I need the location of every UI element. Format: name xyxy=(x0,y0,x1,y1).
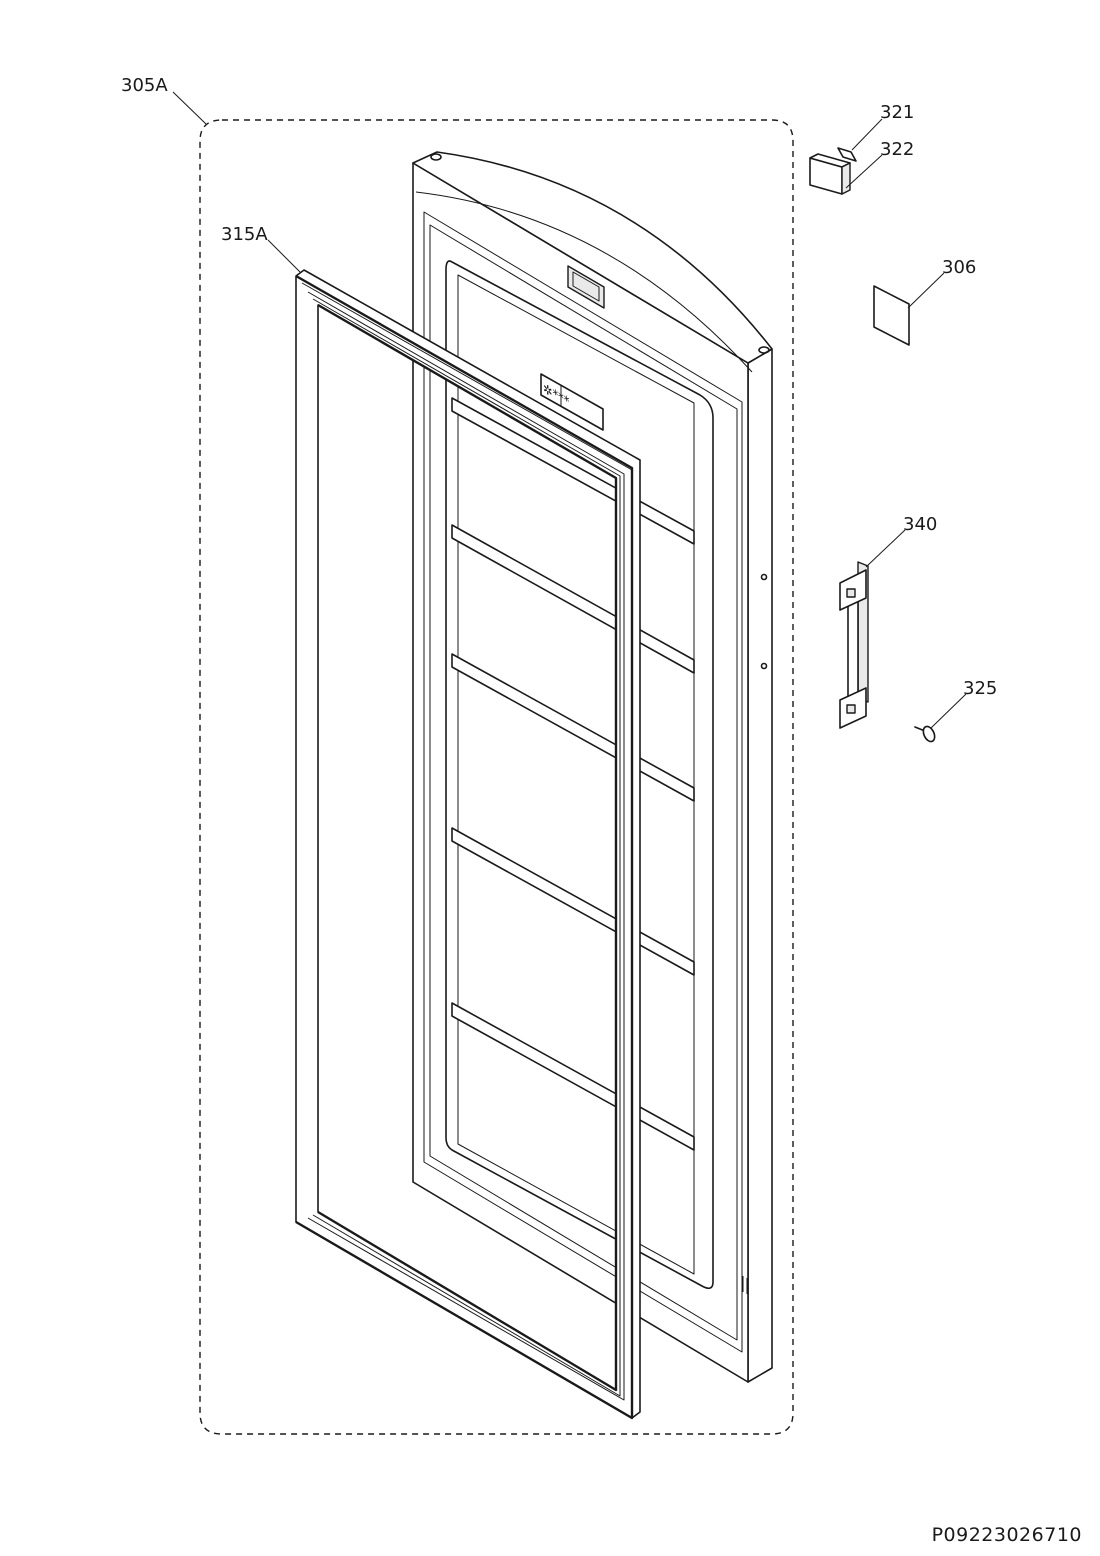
door-panel: ✲*** xyxy=(412,151,773,1383)
callout-321: 321 xyxy=(880,102,914,123)
assembly-boundary xyxy=(199,119,794,1435)
callout-305a: 305A xyxy=(121,75,168,96)
callout-306: 306 xyxy=(942,257,976,278)
callout-315a: 315A xyxy=(221,224,268,245)
part-322-hinge-cover xyxy=(809,153,851,195)
callout-340: 340 xyxy=(903,514,937,535)
document-reference: P09223026710 xyxy=(932,1524,1082,1546)
callout-325: 325 xyxy=(963,678,997,699)
callout-322: 322 xyxy=(880,139,914,160)
callout-labels: 305A 315A 321 322 306 340 325 xyxy=(121,75,997,699)
part-340-handle xyxy=(839,561,869,729)
door-gasket xyxy=(295,269,641,1420)
part-321-cap xyxy=(837,147,857,162)
part-306-pad xyxy=(873,285,910,346)
part-325-screw xyxy=(914,725,936,743)
leader-lines xyxy=(172,91,967,729)
